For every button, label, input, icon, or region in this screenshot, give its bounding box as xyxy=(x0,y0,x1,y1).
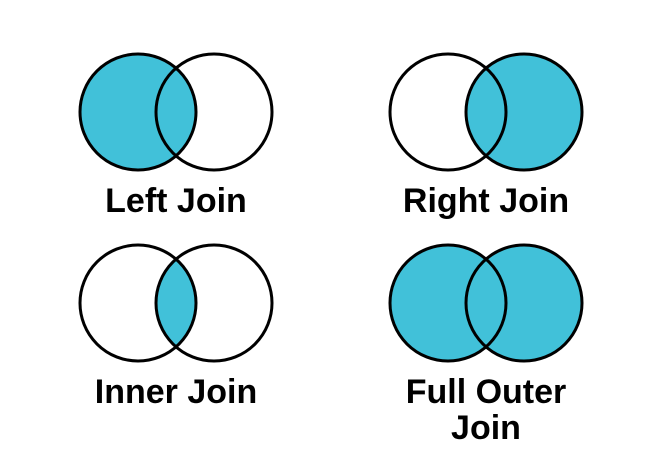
full-outer-join-label: Full Outer Join xyxy=(405,373,567,447)
full-outer-join-venn xyxy=(388,243,584,363)
left-circle xyxy=(388,243,508,363)
inner-join-venn xyxy=(78,243,274,363)
full-outer-join-label-line1: Full Outer xyxy=(405,373,567,411)
right-circle xyxy=(464,243,584,363)
venn-right-join: Right Join xyxy=(374,48,598,220)
left-circle xyxy=(78,52,198,172)
inner-join-label: Inner Join xyxy=(94,373,258,411)
left-circle xyxy=(388,52,508,172)
venn-inner-join: Inner Join xyxy=(64,239,288,411)
right-circle xyxy=(464,52,584,172)
intersection-fill xyxy=(156,245,196,361)
right-circle xyxy=(154,243,274,363)
left-circle-fill xyxy=(80,54,196,170)
right-circle xyxy=(154,52,274,172)
full-outer-join-label-line2: Join xyxy=(451,408,521,447)
venn-left-join: Left Join xyxy=(64,48,288,220)
left-join-label: Left Join xyxy=(105,182,247,220)
right-circle-fill xyxy=(466,54,582,170)
left-circle xyxy=(78,243,198,363)
right-join-label: Right Join xyxy=(402,182,570,220)
right-circle-fill xyxy=(466,245,582,361)
venn-full-outer-join: Full Outer Join xyxy=(374,239,598,446)
right-join-venn xyxy=(388,52,584,172)
left-join-venn xyxy=(78,52,274,172)
